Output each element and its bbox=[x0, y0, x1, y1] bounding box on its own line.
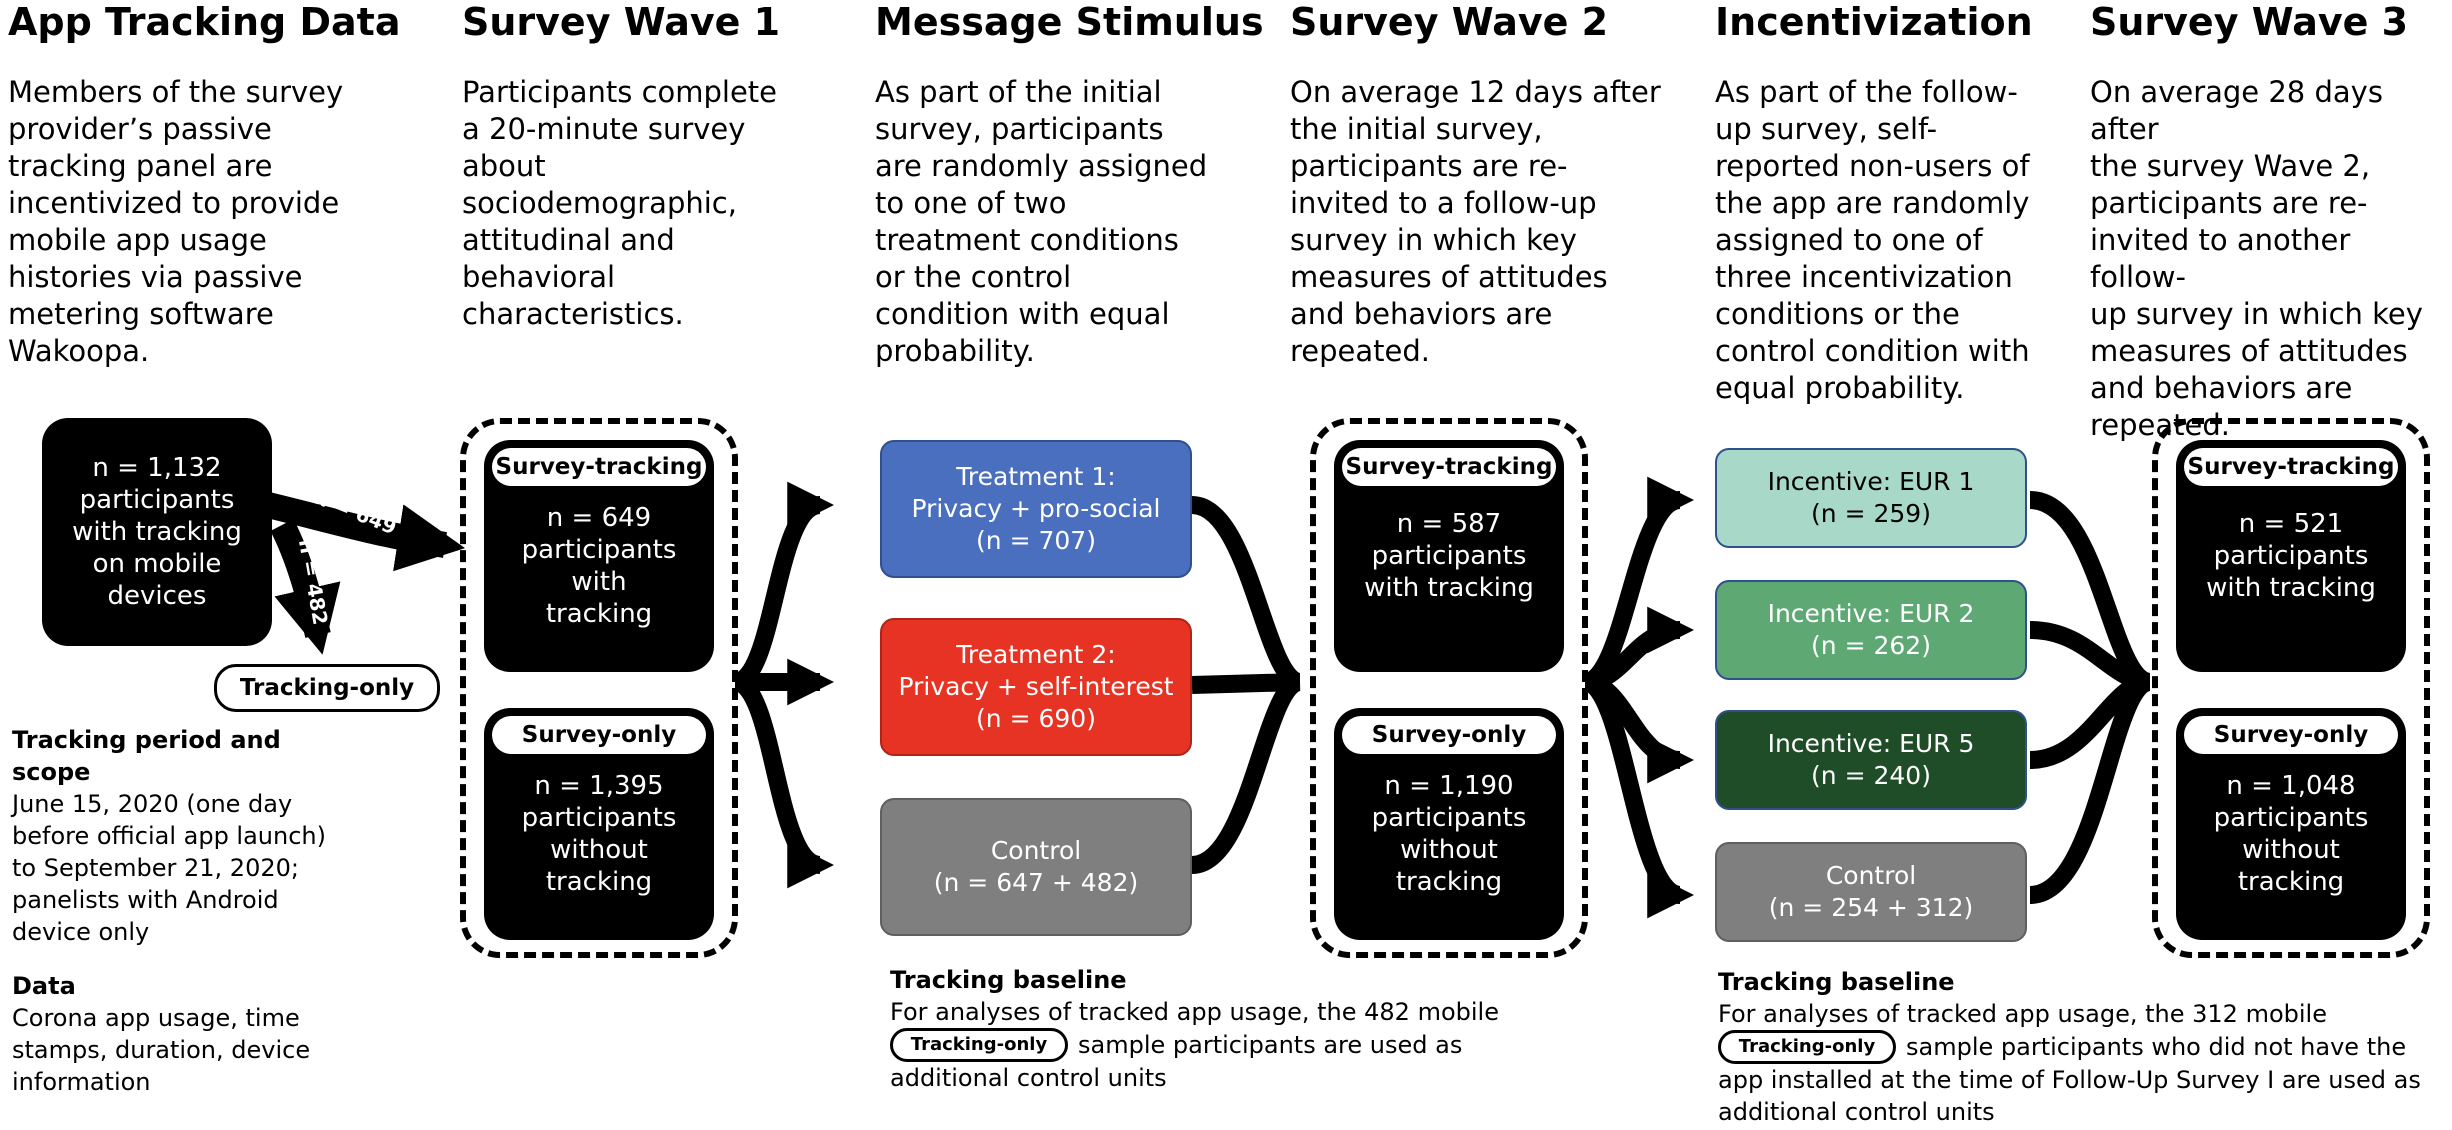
wave3-group bbox=[2152, 418, 2430, 958]
arrow-to-eur2 bbox=[1584, 606, 1695, 691]
incentive-eur5-box: Incentive: EUR 5(n = 240) bbox=[1715, 710, 2027, 810]
header-incentivization: Incentivization bbox=[1715, 0, 2033, 44]
merge-t1 bbox=[1190, 496, 1303, 691]
tracking-baseline-note-1: Tracking baseline For analyses of tracke… bbox=[890, 966, 1499, 1092]
header-app-tracking: App Tracking Data bbox=[8, 0, 401, 44]
incentive-control-box: Control(n = 254 + 312) bbox=[1715, 842, 2027, 942]
arrow-482 bbox=[270, 519, 341, 655]
tracking-only-badge: Tracking-only bbox=[214, 664, 440, 712]
treatment-control-box: Control(n = 647 + 482) bbox=[880, 798, 1192, 936]
wave1-only-label: Survey-only bbox=[492, 716, 706, 754]
tracking-only-badge-inline-2: Tracking-only bbox=[1718, 1030, 1896, 1064]
header-wave2: Survey Wave 2 bbox=[1290, 0, 1609, 44]
tracking-only-badge-inline-1: Tracking-only bbox=[890, 1028, 1068, 1062]
wave1-group bbox=[460, 418, 738, 958]
arrow-to-control bbox=[732, 673, 835, 889]
wave3-tracking-label: Survey-tracking bbox=[2184, 448, 2398, 486]
header-wave3: Survey Wave 3 bbox=[2090, 0, 2409, 44]
desc-incentivization: As part of the follow-up survey, self- r… bbox=[1715, 75, 2030, 405]
wave2-group bbox=[1310, 418, 1588, 958]
merge-control bbox=[1190, 673, 1303, 874]
treatment2-box: Treatment 2:Privacy + self-interest(n = … bbox=[880, 618, 1192, 756]
wave2-tracking-label: Survey-tracking bbox=[1342, 448, 1556, 486]
wave2-only-label: Survey-only bbox=[1342, 716, 1556, 754]
treatment1-box: Treatment 1:Privacy + pro-social(n = 707… bbox=[880, 440, 1192, 578]
header-message-stimulus: Message Stimulus bbox=[875, 0, 1264, 44]
incentive-eur1-box: Incentive: EUR 1(n = 259) bbox=[1715, 448, 2027, 548]
merge-t2 bbox=[1191, 673, 1301, 694]
merge-incent-control bbox=[2028, 673, 2153, 904]
header-wave1: Survey Wave 1 bbox=[462, 0, 781, 44]
tracking-baseline-note-2: Tracking baseline For analyses of tracke… bbox=[1718, 968, 2421, 1126]
arrow-to-incent-control bbox=[1582, 673, 1695, 919]
arrow-649 bbox=[264, 492, 466, 572]
tracking-period-note: Tracking period and scope June 15, 2020 … bbox=[12, 726, 326, 1096]
incentive-eur2-box: Incentive: EUR 2(n = 262) bbox=[1715, 580, 2027, 680]
wave3-only-label: Survey-only bbox=[2184, 716, 2398, 754]
arrow-to-t1 bbox=[732, 481, 835, 691]
wave1-tracking-label: Survey-tracking bbox=[492, 448, 706, 486]
